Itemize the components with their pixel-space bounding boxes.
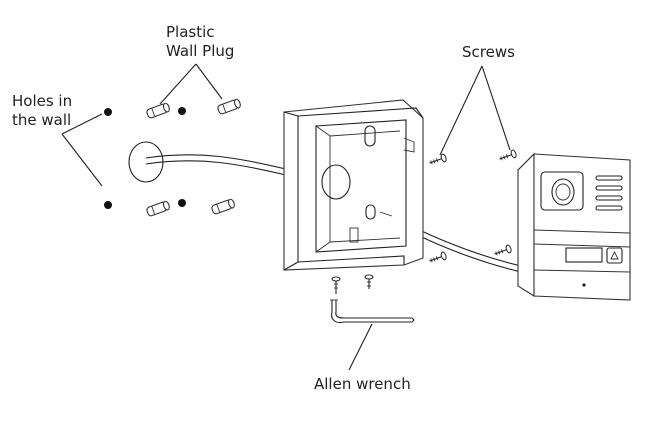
plugs-leader-lines (159, 63, 223, 105)
screws-leader-lines (439, 65, 511, 156)
plugs-label-line1: Plastic (166, 23, 215, 41)
allen-wrench (330, 299, 415, 324)
wall-plugs (146, 98, 241, 217)
plugs-label-line2: Wall Plug (166, 42, 234, 60)
wrench-leader-line (348, 323, 373, 371)
wall-holes (104, 107, 186, 209)
back-box (283, 99, 424, 271)
holes-leader-lines (61, 113, 103, 187)
holes-label-line2: the wall (12, 111, 71, 129)
holes-label-line1: Holes in (12, 92, 72, 110)
front-panel (517, 152, 631, 301)
wrench-label: Allen wrench (314, 375, 411, 393)
screws-label: Screws (462, 43, 515, 61)
screws (331, 149, 517, 294)
